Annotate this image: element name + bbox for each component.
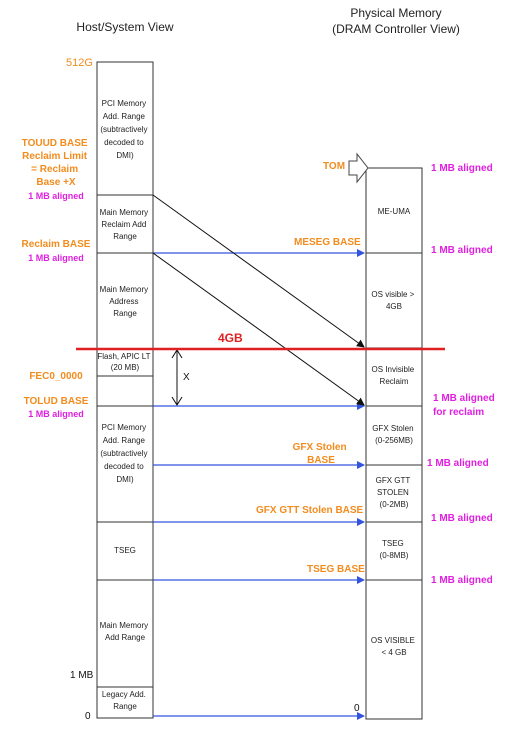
host-segment-pci-lower: PCI Memory Add. Range (subtractively dec…	[100, 423, 149, 484]
align-gfx-stolen: 1 MB aligned	[427, 458, 489, 469]
phys-segment-os-invisible-reclaim: OS Invisible Reclaim	[372, 365, 417, 386]
host-view-header: Host/System View	[76, 20, 173, 34]
host-segment-flash-apic: Flash, APIC LT (20 MB)	[97, 352, 152, 372]
label-tolud-base: TOLUD BASE	[24, 396, 89, 407]
host-memory-column: PCI Memory Add. Range (subtractively dec…	[96, 61, 154, 719]
phys-segment-gfx-stolen: GFX Stolen (0-256MB)	[372, 424, 416, 445]
dram-controller-header: (DRAM Controller View)	[332, 22, 460, 36]
align-tom: 1 MB aligned	[431, 163, 493, 174]
physical-memory-header: Physical Memory	[350, 6, 441, 20]
label-tseg-base: TSEG BASE	[307, 564, 365, 575]
phys-segment-me-uma: ME-UMA	[378, 207, 411, 216]
label-touud-aligned: 1 MB aligned	[28, 191, 84, 201]
host-segment-legacy: Legacy Add. Range	[102, 690, 148, 711]
label-gfx-stolen-base: GFX Stolen BASE	[293, 442, 350, 466]
label-touud-base: TOUUD BASE Reclaim Limit = Reclaim Base …	[22, 138, 91, 188]
host-segment-tseg: TSEG	[114, 546, 136, 555]
arrow-reclaim-bottom	[152, 252, 365, 406]
host-segment-reclaim-range: Main Memory Reclaim Add Range	[100, 208, 151, 241]
arrow-reclaim-top	[152, 194, 365, 348]
label-4gb: 4GB	[218, 331, 243, 345]
physical-memory-column: ME-UMA OS visible > 4GB OS Invisible Rec…	[365, 167, 423, 720]
phys-segment-os-visible-lower: OS VISIBLE < 4 GB	[371, 636, 417, 657]
host-segment-main-memory-lower: Main Memory Add Range	[100, 621, 151, 642]
align-tseg: 1 MB aligned	[431, 575, 493, 586]
label-tolud-aligned: 1 MB aligned	[28, 409, 84, 419]
x-size-marker	[171, 349, 183, 406]
label-1mb: 1 MB	[70, 670, 94, 681]
label-phys-zero: 0	[354, 703, 360, 714]
phys-segment-tseg: TSEG (0-8MB)	[380, 539, 409, 560]
label-x: X	[183, 372, 190, 383]
label-512g: 512G	[66, 57, 93, 69]
label-reclaim-aligned: 1 MB aligned	[28, 253, 84, 263]
label-host-zero: 0	[85, 711, 91, 722]
label-fec0: FEC0_0000	[29, 371, 83, 382]
host-segment-pci-upper: PCI Memory Add. Range (subtractively dec…	[100, 99, 149, 160]
tom-arrow	[348, 152, 369, 184]
host-segment-main-memory-upper: Main Memory Address Range	[100, 285, 151, 318]
align-meseg: 1 MB aligned	[431, 245, 493, 256]
phys-segment-os-visible-upper: OS visible > 4GB	[371, 290, 416, 311]
phys-segment-gfx-gtt: GFX GTT STOLEN (0-2MB)	[376, 476, 413, 509]
align-gfx-gtt: 1 MB aligned	[431, 513, 493, 524]
label-gfx-gtt-stolen-base: GFX GTT Stolen BASE	[256, 505, 364, 516]
label-reclaim-base: Reclaim BASE	[22, 239, 91, 250]
align-reclaim: 1 MB aligned for reclaim	[433, 393, 497, 418]
label-tom: TOM	[323, 161, 345, 172]
label-meseg-base: MESEG BASE	[294, 237, 361, 248]
